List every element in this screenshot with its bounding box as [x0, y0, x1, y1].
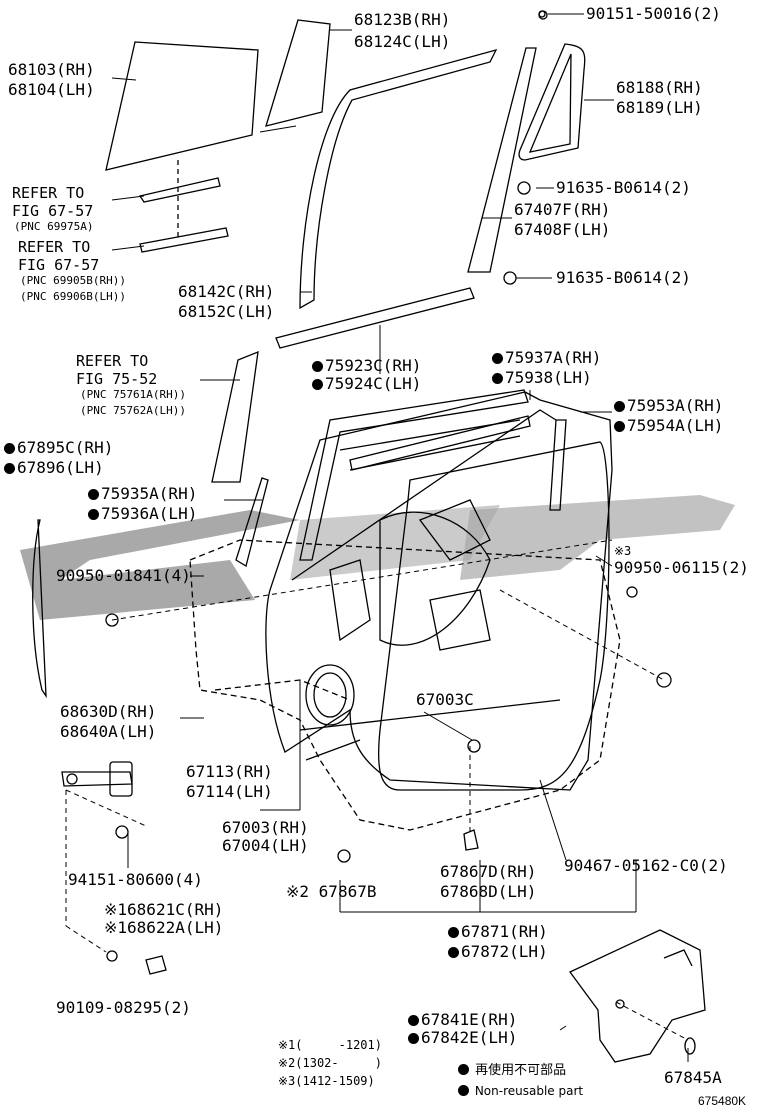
figure-id: 675480K — [698, 1094, 747, 1108]
label-68142C: 68142C(RH) — [178, 282, 275, 301]
label-68104: 68104(LH) — [8, 80, 95, 99]
label-67407F: 67407F(RH) — [514, 200, 611, 219]
glass-68188 — [518, 43, 586, 161]
non-reusable-dot — [312, 379, 323, 390]
label-94151: 94151-80600(4) — [68, 870, 203, 889]
label-75938: 75938(LH) — [492, 368, 592, 388]
glass-run-75953A — [549, 419, 567, 511]
note-3: ※3(1412-1509) — [278, 1074, 375, 1088]
label-67003: 67003(RH) — [222, 818, 309, 837]
label-67872: 67872(LH) — [448, 942, 548, 962]
clip-90950-01841 — [105, 613, 119, 627]
non-reusable-dot — [312, 361, 323, 372]
label-67842E: 67842E(LH) — [408, 1028, 517, 1048]
label-67868D: 67868D(LH) — [440, 882, 537, 901]
service-cover-67841E — [569, 929, 706, 1063]
door-check-68630D — [61, 761, 133, 797]
legend-dot — [458, 1064, 469, 1075]
label-90109: 90109-08295(2) — [56, 998, 191, 1017]
pillar-garnish — [211, 350, 259, 483]
non-reusable-dot — [408, 1033, 419, 1044]
ref-fig-75-52-pnc1: (PNC 75761A(RH)) — [80, 388, 186, 401]
label-168621C: ※168621C(RH) — [104, 900, 224, 919]
label-67895C: 67895C(RH) — [4, 438, 113, 458]
label-67004: 67004(LH) — [222, 836, 309, 855]
label-68188: 68188(RH) — [616, 78, 703, 97]
label-67408F: 67408F(LH) — [514, 220, 611, 239]
legend-dot — [458, 1085, 469, 1096]
label-75937A: 75937A(RH) — [492, 348, 601, 368]
legend-jp: 再使用不可部品 — [458, 1064, 566, 1078]
label-90950-06115: 90950-06115(2) — [614, 558, 749, 577]
non-reusable-dot — [408, 1015, 419, 1026]
non-reusable-dot — [88, 489, 99, 500]
belt-moulding-75923C — [275, 287, 475, 349]
ref-fig-67-57-a-line1: REFER TO — [12, 184, 85, 202]
non-reusable-dot — [4, 443, 15, 454]
ref-fig-75-52-pnc2: (PNC 75762A(LH)) — [80, 404, 186, 417]
legend-en: Non-reusable part — [458, 1084, 583, 1098]
non-reusable-dot — [614, 401, 625, 412]
label-75953A: 75953A(RH) — [614, 396, 723, 416]
note-1: ※1( -1201) — [278, 1038, 382, 1052]
label-90950-01841: 90950-01841(4) — [56, 566, 191, 585]
non-reusable-dot — [448, 947, 459, 958]
glass-68103 — [105, 41, 259, 240]
label-91635-b: 91635-B0614(2) — [556, 268, 691, 287]
label-68189: 68189(LH) — [616, 98, 703, 117]
note-2: ※2(1302- ) — [278, 1056, 382, 1070]
label-68123B: 68123B(RH) — [354, 10, 451, 29]
glass-68123B — [265, 19, 331, 127]
label-67003C: 67003C — [416, 690, 474, 709]
label-68640A: 68640A(LH) — [60, 722, 157, 741]
label-68630D: 68630D(RH) — [60, 702, 157, 721]
label-67113: 67113(RH) — [186, 762, 273, 781]
label-67845A: 67845A — [664, 1068, 722, 1087]
non-reusable-dot — [492, 353, 503, 364]
label-75936A: 75936A(LH) — [88, 504, 197, 524]
label-67896: 67896(LH) — [4, 458, 104, 478]
label-67867B: ※2 67867B — [286, 882, 377, 901]
watermark-logo — [20, 495, 735, 620]
non-reusable-dot — [4, 463, 15, 474]
ref-fig-67-57-b-pnc1: (PNC 69905B(RH)) — [20, 274, 126, 287]
ref-fig-67-57-a-line2: FIG 67-57 — [12, 202, 94, 220]
label-75954A: 75954A(LH) — [614, 416, 723, 436]
label-75923C: 75923C(RH) — [312, 356, 421, 376]
label-67114: 67114(LH) — [186, 782, 273, 801]
ref-fig-67-57-a-pnc: (PNC 69975A) — [14, 220, 94, 233]
ref-fig-75-52-line2: FIG 75-52 — [76, 370, 158, 388]
leader-lines — [111, 13, 689, 1062]
run-channel-68142C — [299, 48, 498, 310]
label-68152C: 68152C(LH) — [178, 302, 275, 321]
non-reusable-dot — [614, 421, 625, 432]
ref-fig-67-57-b-pnc2: (PNC 69906B(LH)) — [20, 290, 126, 303]
label-67841E: 67841E(RH) — [408, 1010, 517, 1030]
division-bar-67407F — [467, 47, 537, 273]
label-67867D: 67867D(RH) — [440, 862, 537, 881]
label-168622A: ※168622A(LH) — [104, 918, 224, 937]
label-68103: 68103(RH) — [8, 60, 95, 79]
door-panel — [265, 391, 613, 791]
label-67871: 67871(RH) — [448, 922, 548, 942]
ref-fig-67-57-b-line2: FIG 67-57 — [18, 256, 100, 274]
ref-fig-75-52-line1: REFER TO — [76, 352, 149, 370]
label-68124C: 68124C(LH) — [354, 32, 451, 51]
weatherstrip-75937A — [299, 389, 529, 561]
ref-fig-67-57-b-line1: REFER TO — [18, 238, 91, 256]
non-reusable-dot — [448, 927, 459, 938]
label-75924C: 75924C(LH) — [312, 374, 421, 394]
label-mark3: ※3 — [614, 544, 632, 558]
label-75935A: 75935A(RH) — [88, 484, 197, 504]
label-90151: 90151-50016(2) — [586, 4, 721, 23]
door-weatherstrip-67871 — [377, 441, 610, 791]
clip-90950-06115 — [656, 672, 672, 688]
label-91635-a: 91635-B0614(2) — [556, 178, 691, 197]
weatherstrip-67895C — [32, 519, 47, 699]
label-90467: 90467-05162-C0(2) — [564, 856, 728, 875]
non-reusable-dot — [88, 509, 99, 520]
non-reusable-dot — [492, 373, 503, 384]
